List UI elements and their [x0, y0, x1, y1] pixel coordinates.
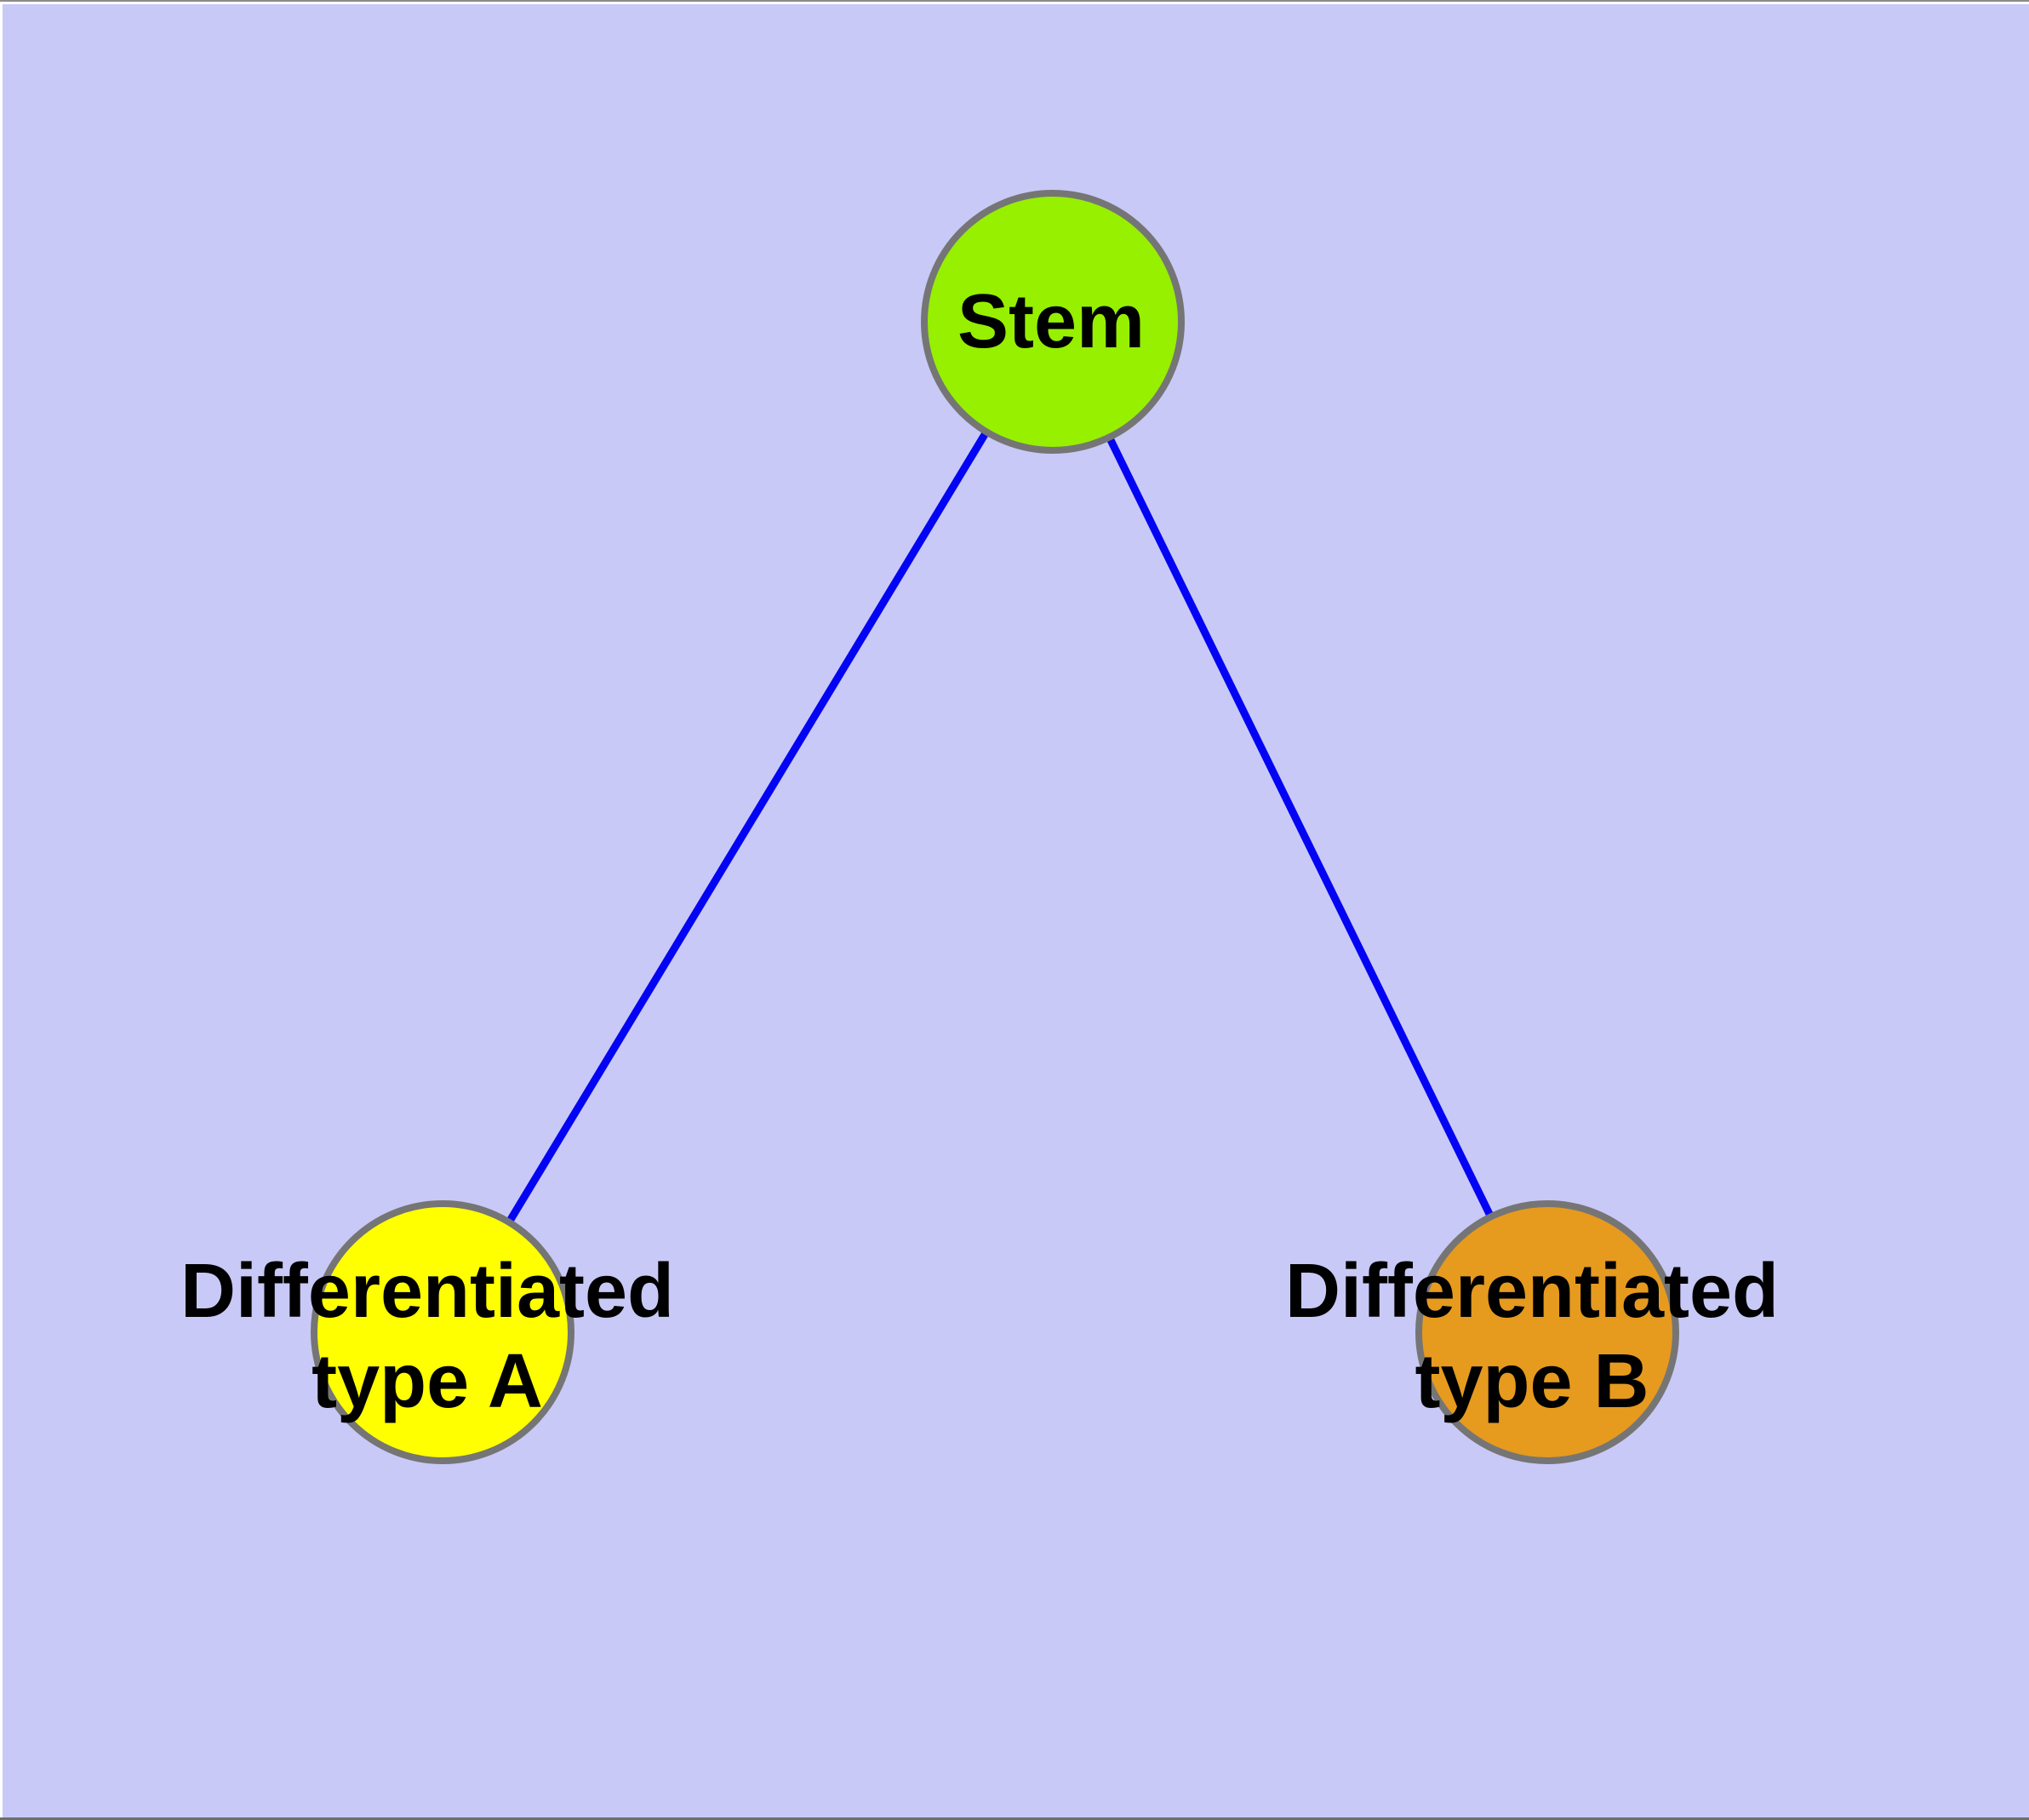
frame-bottom-line [0, 1817, 2029, 1820]
node-stem [921, 190, 1185, 454]
node-stem-label: Stem [957, 279, 1145, 364]
node-differentiated-type-b [1415, 1200, 1679, 1464]
node-type-a-label-line1: Differentiated [180, 1249, 674, 1334]
node-type-a-label-line2: type A [311, 1339, 543, 1424]
node-differentiated-type-a [311, 1200, 574, 1464]
edge-stem-to-type-a [439, 319, 1056, 1335]
node-type-b-label-line1: Differentiated [1285, 1249, 1779, 1334]
edge-stem-to-type-b [1049, 320, 1552, 1334]
node-type-b-label-line2: type B [1415, 1339, 1649, 1424]
frame-top-line [0, 0, 2029, 2]
